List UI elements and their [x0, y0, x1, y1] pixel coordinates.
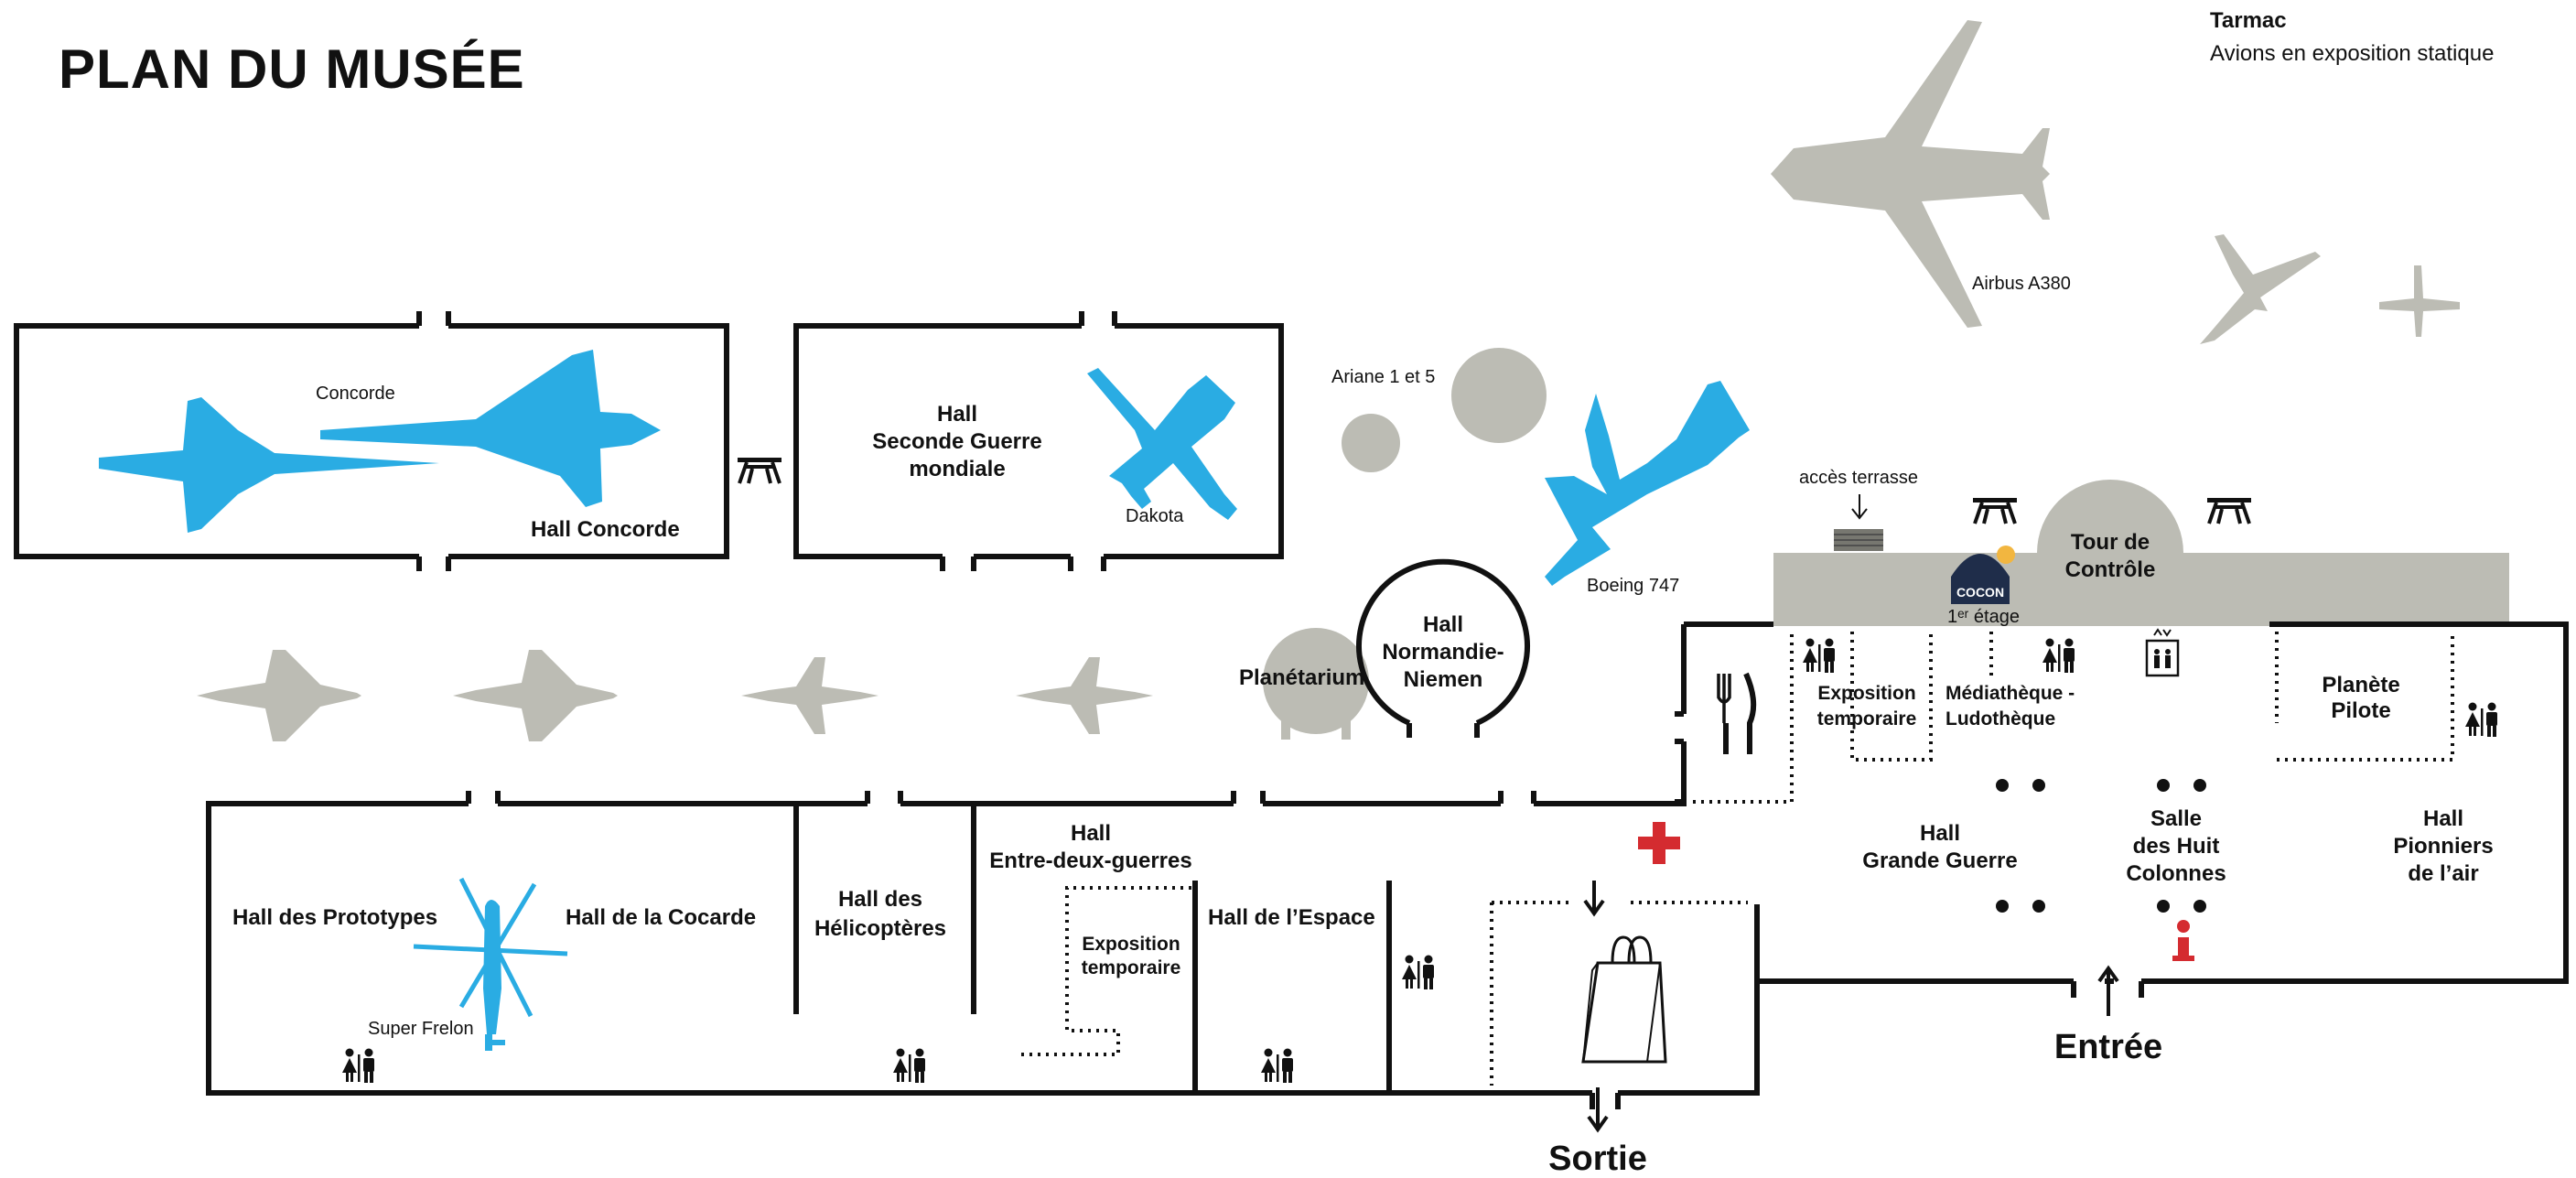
restroom-icon [893, 1048, 925, 1083]
helicopteres-label-2: Hélicoptères [814, 916, 946, 941]
planetarium-dome [1263, 628, 1369, 734]
hall-sgm-label-3: mondiale [909, 457, 1005, 481]
east-building-walls [1541, 621, 2569, 998]
pionniers-label-1: Hall [2423, 806, 2463, 831]
east-building-dotted-partitions [1693, 632, 2454, 804]
sortie-label: Sortie [1548, 1140, 1647, 1178]
picnic-table-icon [2205, 496, 2253, 525]
rafale-silhouette [453, 650, 618, 741]
hall-normandie-niemen-walls [1356, 558, 1530, 738]
pionniers-label-2: Pionniers [2393, 834, 2493, 859]
planetarium-leg [1342, 714, 1351, 740]
tarmac-plane-3-silhouette [2379, 265, 2460, 337]
restroom-icon [2465, 702, 2497, 737]
restroom-icon [1402, 955, 1434, 989]
normandie-label-3: Niemen [1404, 667, 1483, 692]
airbus-label: Airbus A380 [1972, 274, 2071, 294]
entre-deux-label-2: Entre-deux-guerres [989, 848, 1191, 873]
huit-colonnes-label-2: des Huit [2133, 834, 2220, 859]
premier-etage-label: 1ᵉʳ étage [1947, 607, 2020, 627]
dakota-silhouette [1087, 368, 1237, 520]
restaurant-icon [1717, 672, 1757, 754]
ariane-1-shape [1342, 414, 1400, 472]
ariane-5-shape [1451, 348, 1547, 443]
espace-label: Hall de l’Espace [1208, 905, 1375, 930]
hall-concorde-label: Hall Concorde [531, 517, 680, 542]
planete-pilote-label-1: Planète [2322, 673, 2399, 697]
helicopteres-label-1: Hall des [838, 887, 922, 912]
jet-silhouette-1 [741, 657, 878, 734]
acces-terrasse-label: accès terrasse [1799, 468, 1918, 488]
entre-deux-label-1: Hall [1071, 821, 1111, 846]
airbus-a380-silhouette [1771, 20, 2050, 328]
tour-label-2: Contrôle [2065, 557, 2156, 582]
first-aid-icon [1638, 822, 1680, 864]
exit-arrow-icon [1587, 1087, 1609, 1133]
huit-colonnes-label-3: Colonnes [2126, 861, 2226, 886]
boeing-label: Boeing 747 [1587, 576, 1679, 596]
expo-temp-b-label-1: Exposition [1082, 934, 1180, 955]
restroom-icon [1803, 638, 1835, 673]
normandie-label-1: Hall [1423, 612, 1463, 637]
tarmac-plane-2-silhouette [2200, 234, 2321, 344]
expo-temp-a-label-1: Exposition [1817, 683, 1915, 704]
control-tower-dome [2037, 480, 2183, 553]
entrance-arrow-icon [2097, 965, 2119, 1016]
arrow-icon [1851, 494, 1868, 520]
mediatheque-label-2: Ludothèque [1945, 708, 2055, 729]
planete-pilote-label-2: Pilote [2331, 698, 2390, 723]
tarmac-title: Tarmac [2210, 8, 2287, 33]
shop-entry-arrow-icon [1583, 881, 1605, 917]
entree-label: Entrée [2054, 1028, 2162, 1066]
hall-sgm-label-2: Seconde Guerre [872, 429, 1041, 454]
restroom-icon [342, 1048, 374, 1083]
picnic-table-icon [1971, 496, 2019, 525]
mirage-2000-silhouette [197, 650, 361, 741]
planetarium-label: Planétarium [1239, 665, 1364, 690]
super-frelon-label: Super Frelon [368, 1019, 474, 1039]
tour-label-1: Tour de [2071, 530, 2150, 555]
column-markers [1996, 779, 2206, 913]
south-building-walls [206, 791, 1760, 1109]
expo-temp-b-label-2: temporaire [1082, 957, 1181, 978]
picnic-table-icon [736, 456, 783, 485]
expo-temp-a-label-2: temporaire [1817, 708, 1917, 729]
normandie-label-2: Normandie- [1382, 640, 1504, 665]
mediatheque-label-1: Médiathèque - [1945, 683, 2075, 704]
concorde-label: Concorde [316, 384, 395, 404]
prototypes-label: Hall des Prototypes [232, 905, 437, 930]
restroom-icon [1261, 1048, 1293, 1083]
huit-colonnes-label-1: Salle [2150, 806, 2202, 831]
hall-sgm-label-1: Hall [937, 402, 977, 427]
cocon-logo-icon: COCON [1951, 546, 2015, 604]
restroom-icon [2042, 638, 2075, 673]
grande-guerre-label-2: Grande Guerre [1862, 848, 2017, 873]
info-icon [2172, 920, 2194, 961]
cocarde-label: Hall de la Cocarde [566, 905, 756, 930]
grande-guerre-label-1: Hall [1920, 821, 1960, 846]
elevator-icon [2145, 628, 2180, 677]
cocon-logo-text: COCON [1956, 585, 2004, 600]
boeing-747-silhouette [1545, 381, 1750, 586]
stairs-lines [1834, 534, 1883, 546]
concorde-silhouettes [99, 350, 661, 533]
jet-silhouette-2 [1016, 657, 1153, 734]
terrace-roof [1773, 553, 2509, 626]
planetarium-leg [1281, 714, 1290, 740]
pionniers-label-3: de l’air [2408, 861, 2478, 886]
super-frelon-silhouette [413, 877, 568, 1051]
tarmac-subtitle: Avions en exposition statique [2210, 41, 2494, 66]
hall-concorde-walls [14, 311, 729, 571]
shop-bag-icon [1581, 935, 1667, 1064]
ariane-label: Ariane 1 et 5 [1331, 367, 1435, 387]
hall-sgm-walls [793, 311, 1284, 571]
page-title: PLAN DU MUSÉE [59, 38, 525, 100]
dakota-label: Dakota [1126, 506, 1184, 526]
south-building-dotted-partitions [1021, 886, 1748, 1086]
